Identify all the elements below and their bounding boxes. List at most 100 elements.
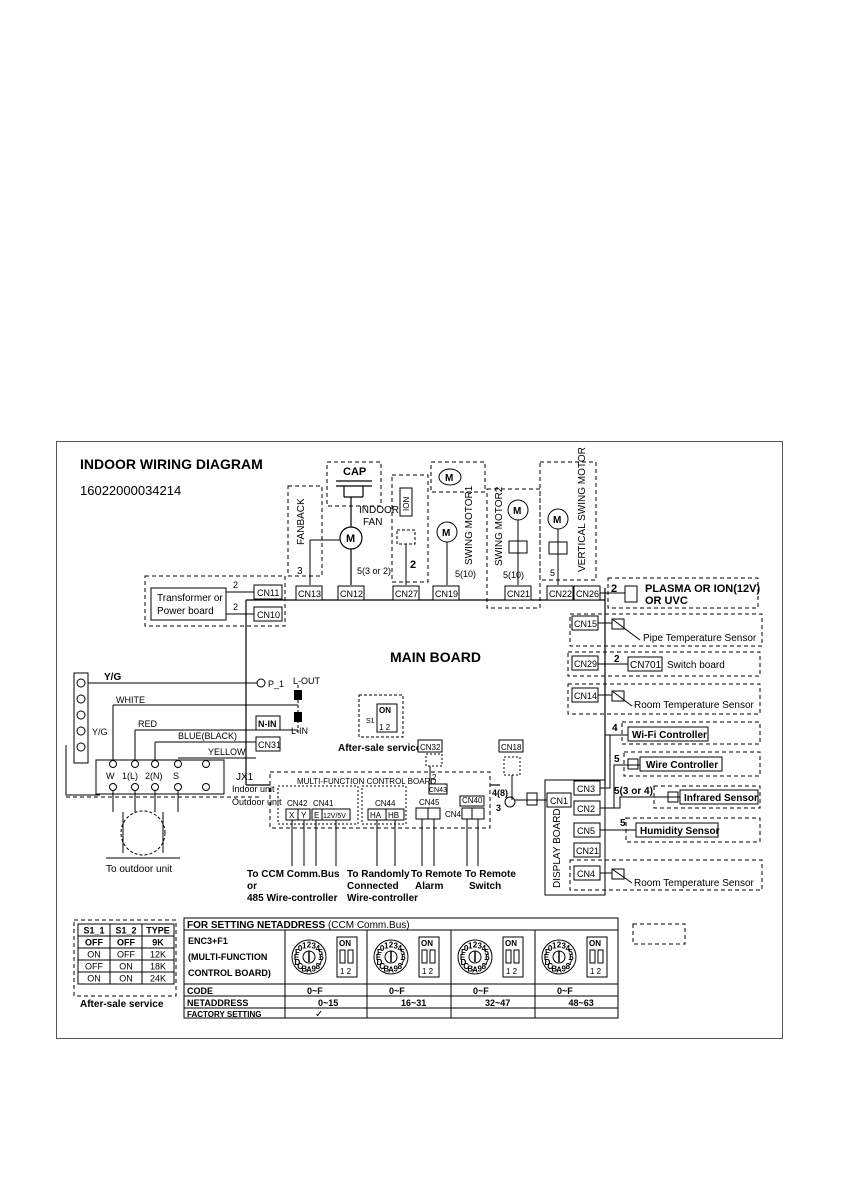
doc-number: 16022000034214 xyxy=(80,483,181,498)
cn13-wire-count: 3 xyxy=(297,566,303,577)
dip-switch-icon xyxy=(418,936,440,978)
legend-box xyxy=(632,923,686,945)
blue-black-label: BLUE(BLACK) xyxy=(178,731,237,741)
transformer-label-1: Transformer or xyxy=(157,593,223,604)
pin-hb: HB xyxy=(388,811,399,820)
connector-cn21: CN21 xyxy=(507,589,530,599)
main-board xyxy=(245,588,606,786)
dial-digit: E xyxy=(376,953,382,962)
dial-digit: E xyxy=(294,953,300,962)
dial-digit: 0 xyxy=(548,944,553,953)
connector-cn21-display: CN21 xyxy=(576,846,599,856)
connector-cn32: CN32 xyxy=(420,743,441,752)
s-table-cell-text: ON xyxy=(119,974,133,984)
dial-digit: 2 xyxy=(473,941,478,950)
jx1-terminal-block xyxy=(95,759,225,795)
cn12-wire-count: 5(3 or 2) xyxy=(357,566,391,576)
connector-cn1: CN1 xyxy=(550,796,568,806)
ion-icon xyxy=(396,529,416,545)
dial-digit: F xyxy=(545,948,550,957)
dial-digit: 4 xyxy=(316,944,321,953)
cn43-wire-count: 2 xyxy=(432,773,437,782)
dial-digit: 7 xyxy=(400,958,405,967)
swing-motor1-label: SWING MOTOR1 xyxy=(464,485,475,565)
connector-cn701: CN701 xyxy=(630,660,662,671)
connector-cn11: CN11 xyxy=(257,588,279,598)
dial-digit: 1 xyxy=(384,941,389,950)
dial-digit: C xyxy=(547,962,553,971)
terminal-2n: 2(N) xyxy=(145,771,163,781)
code-value: 0~F xyxy=(307,986,323,996)
room-sensor2-label: Room Temperature Sensor xyxy=(634,878,755,889)
dip-on-label: ON xyxy=(589,939,601,948)
dip-switch-icon xyxy=(502,936,524,978)
plasma-label-2: OR UVC xyxy=(645,595,688,607)
dial-digit: D xyxy=(545,958,551,967)
cn19-wire-count: 5(10) xyxy=(455,569,476,579)
alarm-label-1: To Remote xyxy=(411,869,462,880)
net-table-title: FOR SETTING NETADDRESS (CCM Comm.Bus) xyxy=(187,920,410,931)
factory-mark: ✓ xyxy=(315,1009,323,1020)
swing-motor1-top-icon xyxy=(438,468,462,486)
fanback-label: FANBACK xyxy=(296,498,307,545)
dip-pins-label: 1 2 xyxy=(590,967,602,976)
display-board-label: DISPLAY BOARD xyxy=(552,808,563,888)
net-table: FOR SETTING NETADDRESS (CCM Comm.Bus)ENC… xyxy=(183,917,619,1020)
dip-on-label: ON xyxy=(421,939,433,948)
yellow-label: YELLOW xyxy=(208,747,246,757)
netaddress-range: 0~15 xyxy=(318,998,338,1008)
connector-cn13: CN13 xyxy=(298,589,321,599)
yg-label-2: Y/G xyxy=(92,727,108,737)
indoor-fan-label-1: INDOOR xyxy=(359,505,399,516)
dial-digit: 3 xyxy=(394,941,399,950)
dial-digit: 3 xyxy=(562,941,567,950)
connector-cn42: CN42 xyxy=(287,799,308,808)
dial-digit: C xyxy=(463,962,469,971)
dial-digit: D xyxy=(377,958,383,967)
transformer-box xyxy=(144,575,286,627)
dial-digit: 7 xyxy=(318,958,323,967)
s-table-cell-text: 24K xyxy=(150,974,166,984)
p1-terminal-icon xyxy=(256,678,266,688)
s-table-cell-text: TYPE xyxy=(146,926,170,936)
netaddress-label: NETADDRESS xyxy=(187,998,248,1008)
connector-cn41: CN41 xyxy=(313,799,334,808)
ccm-label-2: or xyxy=(247,881,257,892)
dial-digit: F xyxy=(295,948,300,957)
dial-digit: 5 xyxy=(400,948,405,957)
wire-ctrl-wire-count: 5 xyxy=(614,754,620,765)
pin-x: X xyxy=(289,811,295,820)
connector-cn14: CN14 xyxy=(574,691,597,701)
white-label: WHITE xyxy=(116,695,145,705)
cn21-wire-count: 5(10) xyxy=(503,570,524,580)
dial-digit: 9 xyxy=(394,965,399,974)
connector-cn46: CN46 xyxy=(445,810,466,819)
dial-digit: 3 xyxy=(312,941,317,950)
mfcb-title: MULTI-FUNCTION CONTROL BOARD xyxy=(297,777,436,786)
dial-digit: B xyxy=(467,965,473,974)
s1-label: S1 xyxy=(366,718,375,725)
switch-label-1: To Remote xyxy=(465,869,516,880)
dial-digit: 1 xyxy=(468,941,473,950)
random-label-2: Connected xyxy=(347,881,399,892)
ccm-label-3: 485 Wire-controller xyxy=(247,893,338,904)
dial-digit: 4 xyxy=(482,944,487,953)
connector-cn5: CN5 xyxy=(577,826,595,836)
plasma-label-1: PLASMA OR ION(12V) xyxy=(645,583,760,595)
cable-bundle-icon xyxy=(120,810,166,856)
dial-digit: 2 xyxy=(389,941,394,950)
wifi-box xyxy=(621,721,761,745)
wifi-label: Wi-Fi Controller xyxy=(632,730,707,741)
dial-digit: 5 xyxy=(568,948,573,957)
s-table-cell-text: ON xyxy=(119,962,133,972)
connector-cn22: CN22 xyxy=(549,589,572,599)
pin-12v5v: 12V/5V xyxy=(323,813,346,820)
connector-cn29: CN29 xyxy=(574,659,597,669)
net-table-title-suffix: (CCM Comm.Bus) xyxy=(328,920,410,931)
net-table-row-label: (MULTI-FUNCTION xyxy=(188,952,267,962)
jx1-label: JX1 xyxy=(236,772,254,783)
dial-digit: A xyxy=(472,966,478,975)
dial-digit: 5 xyxy=(318,948,323,957)
